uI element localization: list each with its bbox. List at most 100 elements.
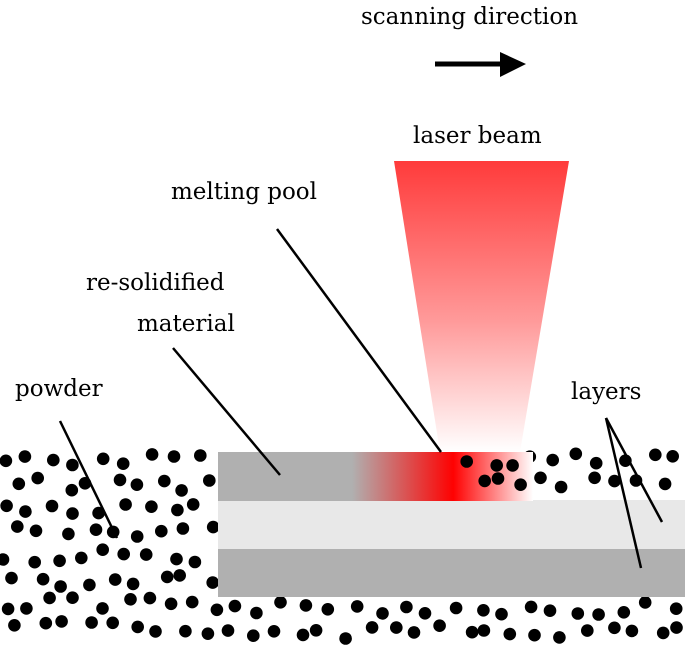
powder-particle — [477, 624, 491, 637]
powder-particle — [12, 477, 26, 491]
melting-pool-leader — [275, 228, 443, 453]
powder-particle — [28, 555, 41, 569]
powder-particle — [571, 607, 585, 620]
powder-particle — [175, 484, 188, 497]
powder-particle — [514, 478, 527, 492]
powder-particle — [503, 627, 517, 641]
powder-particle — [390, 621, 403, 634]
powder-particle — [18, 450, 32, 463]
powder-particle — [608, 474, 621, 488]
powder-particle — [8, 619, 21, 632]
material-label: material — [137, 311, 235, 337]
powder-particle — [339, 632, 352, 645]
powder-particle — [221, 624, 235, 637]
powder-particle — [553, 631, 566, 644]
powder-particle — [55, 615, 68, 628]
powder-particle — [179, 624, 192, 638]
powder-particle — [418, 607, 432, 620]
powder-leader — [58, 420, 119, 539]
powder-particle — [490, 459, 504, 472]
powder-particle — [625, 624, 639, 638]
powder-particle — [228, 599, 242, 613]
powder-particle — [569, 447, 583, 461]
re-solidified-track — [218, 452, 353, 501]
powder-particle — [131, 620, 144, 634]
powder-particle — [638, 596, 652, 609]
layer-dark — [218, 549, 685, 597]
powder-particle — [31, 471, 44, 485]
powder-particle — [247, 629, 260, 642]
powder-particle — [608, 621, 621, 635]
powder-particle — [19, 505, 32, 518]
powder-particle — [5, 571, 18, 585]
powder-particle — [588, 471, 601, 485]
powder-particle — [666, 450, 679, 463]
powder-particle — [117, 547, 130, 561]
powder-particle — [491, 472, 505, 485]
powder-particle — [194, 449, 207, 462]
powder-particle — [167, 450, 181, 463]
powder-particle — [10, 520, 24, 533]
powder-particle — [528, 628, 541, 642]
powder-particle — [350, 600, 364, 613]
powder-particle — [143, 591, 157, 605]
powder-particle — [176, 522, 190, 535]
powder-particle — [119, 498, 132, 511]
powder-particle — [658, 477, 672, 491]
powder-particle — [495, 607, 508, 621]
powder-particle — [66, 591, 79, 604]
powder-particle — [130, 530, 144, 543]
powder-particle — [592, 608, 605, 621]
powder-particle — [524, 600, 538, 614]
powder-particle — [274, 596, 287, 609]
laser-beam-label: laser beam — [413, 123, 542, 149]
layer-light — [218, 500, 685, 549]
powder-particle — [108, 573, 122, 586]
powder-particle — [89, 523, 103, 536]
powder-particle — [478, 474, 492, 488]
powder-particle — [145, 448, 159, 461]
scanning-direction-label: scanning direction — [361, 4, 579, 30]
powder-particle — [267, 625, 281, 638]
powder-particle — [250, 606, 263, 620]
powder-particle — [116, 457, 130, 471]
powder-particle — [1, 602, 15, 616]
powder-region-left — [0, 448, 220, 640]
powder-particle — [173, 569, 186, 582]
powder-particle — [506, 459, 519, 472]
powder-particle — [589, 456, 603, 470]
powder-particle — [75, 551, 88, 565]
powder-particle — [106, 616, 119, 630]
powder-particle — [145, 500, 158, 513]
powder-particle — [62, 527, 75, 541]
powder-particle — [170, 552, 183, 566]
powder-particle — [53, 554, 66, 568]
powder-particle — [546, 453, 559, 467]
powder-particle — [36, 572, 50, 586]
powder-particle — [407, 626, 421, 639]
powder-particle — [188, 555, 202, 569]
powder-particle — [124, 593, 137, 606]
powder-particle — [96, 602, 109, 615]
powder-particle — [465, 625, 479, 639]
melting-pool-label: melting pool — [171, 179, 317, 205]
powder-particle — [92, 506, 105, 520]
powder-particle — [433, 619, 446, 632]
powder-particle — [400, 600, 413, 614]
powder-particle — [149, 625, 162, 638]
powder-particle — [65, 483, 79, 497]
powder-particle — [309, 624, 323, 637]
powder-particle — [206, 576, 219, 589]
powder-particle — [0, 454, 13, 468]
melt-transition — [352, 452, 454, 501]
powder-particle — [29, 524, 43, 538]
powder-particle — [449, 601, 463, 615]
powder-particle — [210, 603, 224, 617]
powder-particle — [321, 603, 335, 616]
powder-particle — [296, 628, 310, 642]
powder-in-melt-pool — [460, 455, 527, 492]
powder-particle — [43, 591, 56, 605]
layers-leader-bottom — [604, 417, 643, 569]
